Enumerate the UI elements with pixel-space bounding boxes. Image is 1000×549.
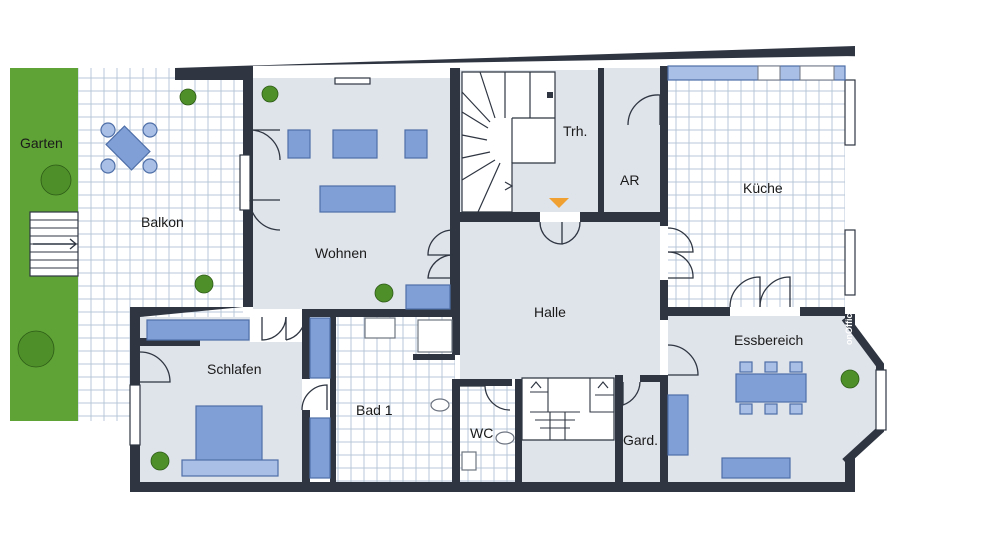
label-kitchen: Küche bbox=[743, 180, 783, 196]
kitchen-counter bbox=[667, 65, 846, 81]
bathroom-fixtures bbox=[364, 317, 515, 471]
garden-steps bbox=[29, 211, 79, 277]
dining-table-set bbox=[667, 361, 807, 479]
main-staircase bbox=[461, 71, 556, 213]
label-garden: Garten bbox=[20, 135, 63, 151]
kitchen-floor bbox=[668, 66, 845, 307]
storage-floor bbox=[603, 68, 660, 213]
plants bbox=[17, 85, 860, 471]
label-hall: Halle bbox=[534, 304, 566, 320]
windows bbox=[129, 77, 887, 446]
wardrobe-floor bbox=[622, 378, 660, 482]
lower-staircase bbox=[521, 377, 615, 441]
label-dining: Essbereich bbox=[734, 332, 803, 348]
label-living: Wohnen bbox=[315, 245, 367, 261]
label-wc: WC bbox=[470, 425, 493, 441]
watermark-logo: onOffice bbox=[844, 308, 854, 345]
label-balcony: Balkon bbox=[141, 214, 184, 230]
label-bedroom: Schlafen bbox=[207, 361, 261, 377]
hall-floor bbox=[460, 222, 660, 379]
stair-direction-arrow bbox=[549, 198, 569, 208]
doors bbox=[139, 94, 791, 411]
balcony-floor-upper bbox=[78, 68, 178, 78]
interior-walls bbox=[130, 66, 845, 482]
balcony-table-set bbox=[100, 122, 158, 174]
label-wardrobe: Gard. bbox=[623, 432, 658, 448]
label-bathroom: Bad 1 bbox=[356, 402, 393, 418]
label-storage: AR bbox=[620, 172, 639, 188]
bedroom-furniture bbox=[146, 317, 331, 479]
living-room-furniture bbox=[287, 129, 451, 310]
label-stairwell: Trh. bbox=[563, 123, 587, 139]
